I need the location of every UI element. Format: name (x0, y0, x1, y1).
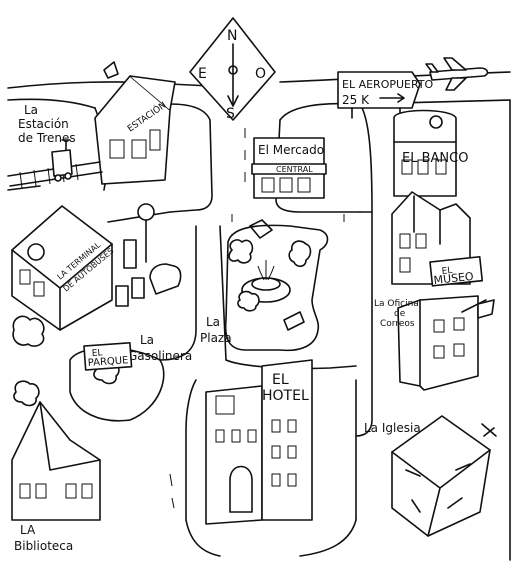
train-icon (51, 139, 73, 182)
park: EL PARQUE (12, 315, 165, 422)
plaza-label-2: Plaza (200, 331, 232, 345)
gas-station-label-1: La (140, 333, 154, 347)
compass-west-label: O (255, 66, 266, 82)
car-icon (149, 219, 273, 295)
airplane-icon (425, 57, 489, 91)
compass-north-label: N (227, 28, 237, 44)
church-label: La Iglesia (364, 421, 421, 435)
train-station-label-3: de Trenes (18, 131, 76, 145)
library-label-1: LA (20, 523, 36, 537)
bus-terminal: LA TERMINAL DE AUTOBUSES (11, 205, 115, 331)
museum-label-1: EL (441, 266, 453, 277)
airport-sign-line2: 25 K (342, 93, 370, 107)
bank-building: EL BANCO (393, 109, 468, 197)
compass-south-label: S (226, 106, 235, 122)
compass-rose-icon: N S E O (189, 17, 276, 122)
compass-east-label: E (198, 66, 207, 82)
museum-label-2: MUSEO (433, 270, 475, 287)
park-label-2: PARQUE (87, 355, 128, 369)
post-office-building: La Oficina de Correos (374, 295, 495, 391)
hotel-building: EL HOTEL (205, 359, 313, 525)
market-building: El Mercado CENTRAL (251, 137, 327, 199)
post-office-label-2: de (394, 309, 406, 319)
train-station-label-1: La (24, 103, 38, 117)
library-building (11, 380, 101, 521)
museum-building: EL MUSEO (391, 191, 484, 287)
bank-label: EL BANCO (402, 151, 468, 166)
hotel-label-2: HOTEL (262, 388, 309, 404)
church-building: La Iglesia (364, 415, 497, 537)
train-station-label-2: Estación (18, 117, 69, 131)
hotel-label-1: EL (272, 372, 289, 388)
train-station: ESTACIÓN (94, 61, 176, 185)
fountain-icon (241, 260, 291, 303)
market-label-2: CENTRAL (276, 165, 313, 174)
market-label-1: El Mercado (258, 143, 324, 157)
library-label-2: Biblioteca (14, 539, 73, 553)
park-label-1: EL (92, 348, 103, 359)
flag-icon (461, 299, 495, 319)
plaza (224, 224, 329, 352)
post-office-label-3: Correos (380, 319, 415, 329)
airport-sign-line1: EL AEROPUERTO (342, 78, 434, 91)
post-office-label-1: La Oficina (374, 299, 419, 309)
gas-pumps (115, 203, 155, 307)
plaza-label-1: La (206, 315, 220, 329)
church-cross-icon (481, 423, 497, 437)
